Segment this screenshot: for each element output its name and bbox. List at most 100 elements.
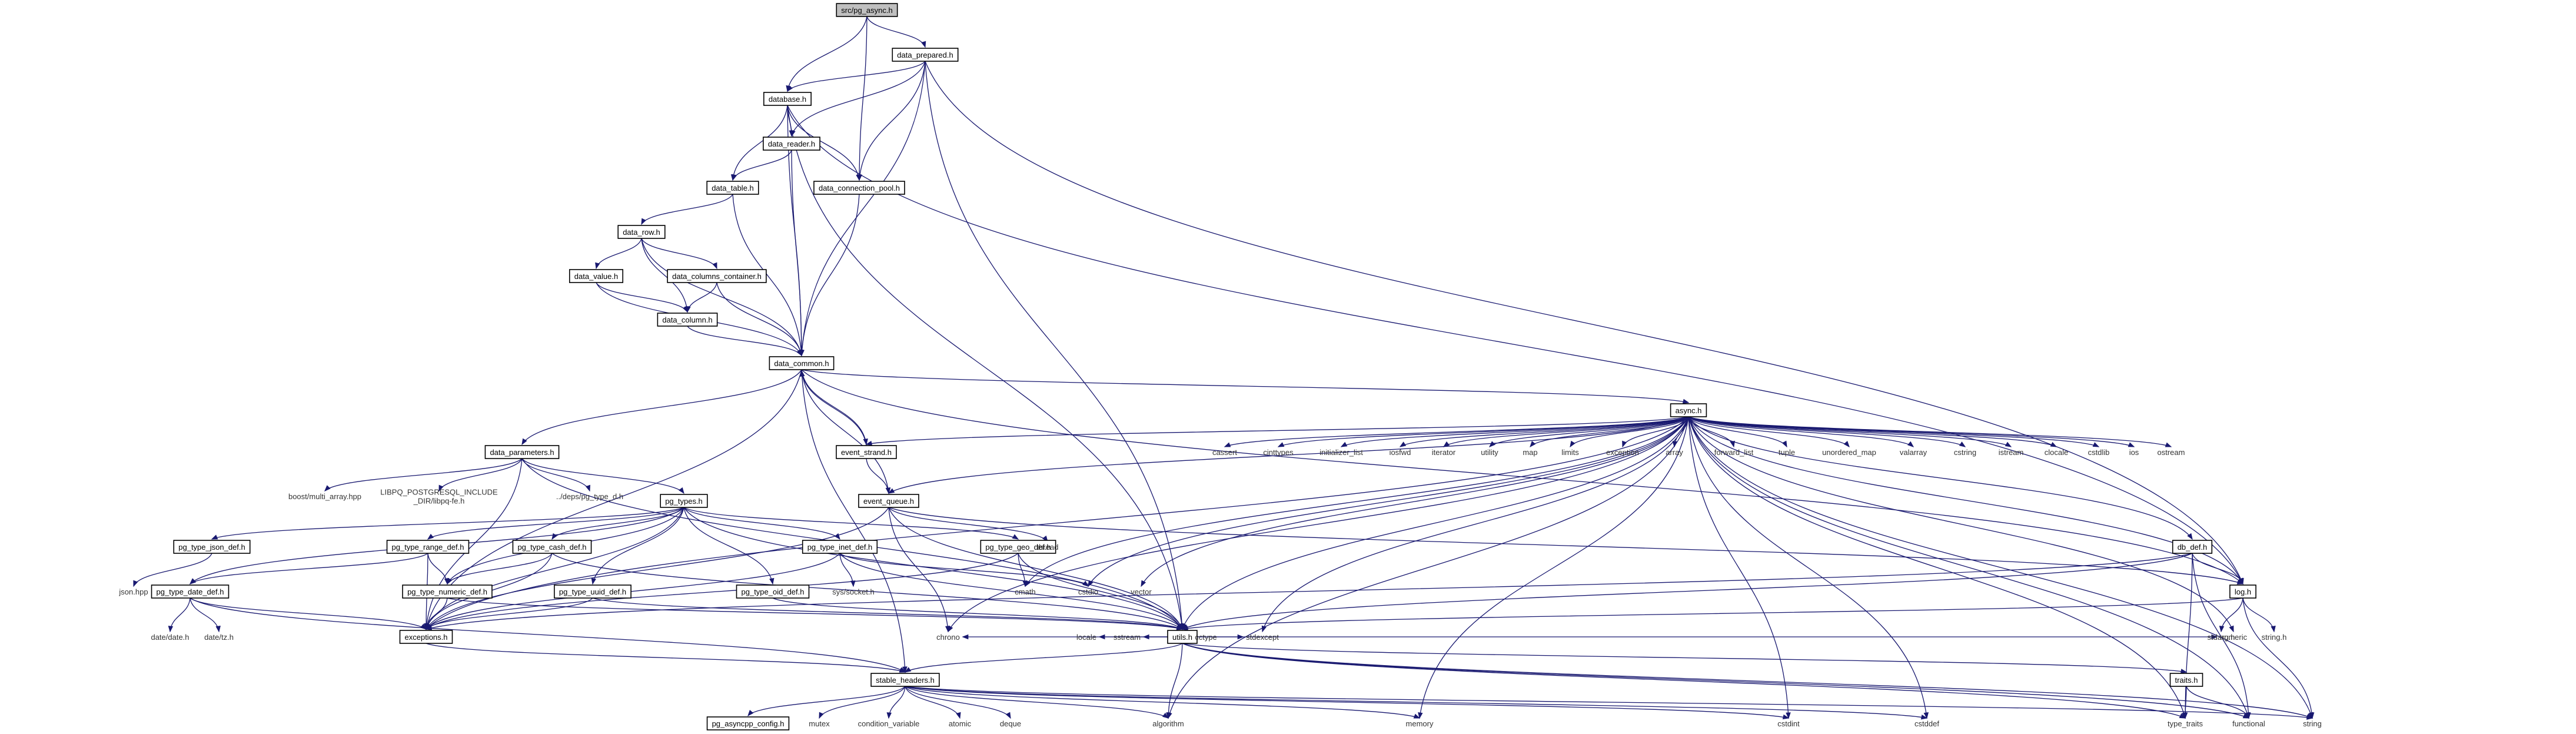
node-ostream[interactable]: ostream (2158, 448, 2185, 457)
node-pg-type-date-def[interactable]: pg_type_date_def.h (151, 584, 230, 599)
node-data-value[interactable]: data_value.h (569, 269, 624, 283)
node-label: unordered_map (1822, 448, 1876, 457)
node-root[interactable]: src/pg_async.h (836, 3, 898, 17)
node-db-def[interactable]: db_def.h (2172, 540, 2213, 554)
node-thread[interactable]: thread (1037, 543, 1059, 552)
node-memory[interactable]: memory (1406, 719, 1434, 728)
node-cassert[interactable]: cassert (1212, 448, 1237, 457)
node-data-parameters[interactable]: data_parameters.h (484, 445, 560, 459)
node-numeric[interactable]: numeric (2220, 633, 2248, 642)
node-cstdint[interactable]: cstdint (1777, 719, 1800, 728)
node-iosfwd[interactable]: iosfwd (1390, 448, 1411, 457)
node-pg-type-range-def[interactable]: pg_type_range_def.h (386, 540, 470, 554)
node-log[interactable]: log.h (2229, 584, 2256, 599)
arrowhead (1570, 440, 1575, 448)
node-data-columns-container[interactable]: data_columns_container.h (667, 269, 767, 283)
node-event-queue[interactable]: event_queue.h (858, 494, 919, 508)
node-utils[interactable]: utils.h (1167, 630, 1198, 644)
node-pg-asyncpp-config[interactable]: pg_asyncpp_config.h (706, 716, 790, 730)
node-string-h[interactable]: string.h (2262, 633, 2287, 642)
node-limits[interactable]: limits (1561, 448, 1579, 457)
node-stdarg[interactable]: stdarg.h (2208, 633, 2235, 642)
node-mutex[interactable]: mutex (809, 719, 830, 728)
node-libpq-include[interactable]: LIBPQ_POSTGRESQL_INCLUDE_DIR/libpq-fe.h (380, 488, 498, 506)
node-algorithm[interactable]: algorithm (1152, 719, 1184, 728)
node-data-prepared[interactable]: data_prepared.h (892, 48, 959, 62)
node-cstdio[interactable]: cstdio (1078, 587, 1098, 596)
node-cstring[interactable]: cstring (1954, 448, 1976, 457)
node-data-column[interactable]: data_column.h (657, 313, 718, 327)
node-cstdlib[interactable]: cstdlib (2088, 448, 2110, 457)
node-cmath[interactable]: cmath (1015, 587, 1035, 596)
node-deps-pg-type[interactable]: ../deps/pg_type_d.h (556, 492, 623, 501)
node-event-strand[interactable]: event_strand.h (836, 445, 897, 459)
edge-stable-headers-to-string (905, 686, 2313, 719)
edge-log-to-string-h (2242, 597, 2275, 632)
node-ios[interactable]: ios (2129, 448, 2139, 457)
node-array[interactable]: array (1666, 448, 1683, 457)
node-label: data_table.h (712, 184, 754, 192)
node-data-connection-pool[interactable]: data_connection_pool.h (813, 181, 905, 195)
arrowhead (215, 626, 221, 633)
node-pg-type-oid-def[interactable]: pg_type_oid_def.h (736, 584, 810, 599)
node-unordered-map[interactable]: unordered_map (1822, 448, 1876, 457)
node-utility[interactable]: utility (1481, 448, 1498, 457)
arrowhead (1418, 712, 1423, 719)
node-locale[interactable]: locale (1076, 633, 1096, 642)
node-sys-socket[interactable]: sys/socket.h (832, 587, 875, 596)
node-pg-type-cash-def[interactable]: pg_type_cash_def.h (512, 540, 592, 554)
node-string[interactable]: string (2303, 719, 2322, 728)
node-istream[interactable]: istream (1999, 448, 2024, 457)
node-pg-type-uuid-def[interactable]: pg_type_uuid_def.h (554, 584, 631, 599)
node-cstddef[interactable]: cstddef (1914, 719, 1939, 728)
node-async[interactable]: async.h (1670, 403, 1707, 417)
node-tuple[interactable]: tuple (1779, 448, 1795, 457)
node-iterator[interactable]: iterator (1432, 448, 1456, 457)
node-label: data_common.h (774, 359, 829, 368)
node-functional[interactable]: functional (2232, 719, 2265, 728)
node-date-tz[interactable]: date/tz.h (204, 633, 234, 642)
node-chrono[interactable]: chrono (936, 633, 960, 642)
node-stdexcept[interactable]: stdexcept (1246, 633, 1279, 642)
node-json-hpp[interactable]: json.hpp (118, 587, 148, 596)
node-label: log.h (2235, 587, 2251, 596)
node-exception[interactable]: exception (1606, 448, 1639, 457)
node-boost-multi-array[interactable]: boost/multi_array.hpp (288, 492, 361, 501)
node-type-traits[interactable]: type_traits (2168, 719, 2203, 728)
arrowhead (133, 580, 138, 587)
node-cctype[interactable]: cctype (1195, 633, 1217, 642)
node-data-row[interactable]: data_row.h (617, 225, 666, 239)
node-data-table[interactable]: data_table.h (706, 181, 759, 195)
node-database[interactable]: database.h (763, 92, 812, 106)
node-label: _DIR/libpq-fe.h (413, 497, 465, 506)
node-pg-type-geo-def[interactable]: pg_type_geo_def.h (980, 540, 1056, 554)
node-box (173, 540, 251, 554)
node-label: locale (1076, 633, 1096, 642)
node-atomic[interactable]: atomic (949, 719, 972, 728)
node-data-reader[interactable]: data_reader.h (763, 137, 820, 151)
node-cinttypes[interactable]: cinttypes (1263, 448, 1294, 457)
node-data-common[interactable]: data_common.h (769, 356, 835, 370)
edge-pg-type-uuid-def-to-exceptions (426, 597, 593, 630)
node-pg-type-numeric-def[interactable]: pg_type_numeric_def.h (402, 584, 493, 599)
node-exceptions[interactable]: exceptions.h (399, 630, 453, 644)
node-clocale[interactable]: clocale (2045, 448, 2068, 457)
node-initializer-list[interactable]: initializer_list (1319, 448, 1363, 457)
node-condition-variable[interactable]: condition_variable (858, 719, 920, 728)
node-deque[interactable]: deque (1000, 719, 1021, 728)
node-box (769, 356, 835, 370)
node-valarray[interactable]: valarray (1900, 448, 1927, 457)
node-vector[interactable]: vector (1131, 587, 1152, 596)
node-pg-type-json-def[interactable]: pg_type_json_def.h (173, 540, 251, 554)
node-forward-list[interactable]: forward_list (1714, 448, 1754, 457)
node-pg-types[interactable]: pg_types.h (660, 494, 708, 508)
node-sstream[interactable]: sstream (1114, 633, 1141, 642)
node-stable-headers[interactable]: stable_headers.h (870, 673, 940, 687)
node-map[interactable]: map (1523, 448, 1537, 457)
edge-async-to-utils (1182, 416, 1689, 630)
node-pg-type-inet-def[interactable]: pg_type_inet_def.h (802, 540, 878, 554)
arrowhead (2005, 441, 2012, 447)
node-box (554, 584, 631, 599)
node-traits[interactable]: traits.h (2169, 673, 2203, 687)
node-date-date[interactable]: date/date.h (151, 633, 189, 642)
